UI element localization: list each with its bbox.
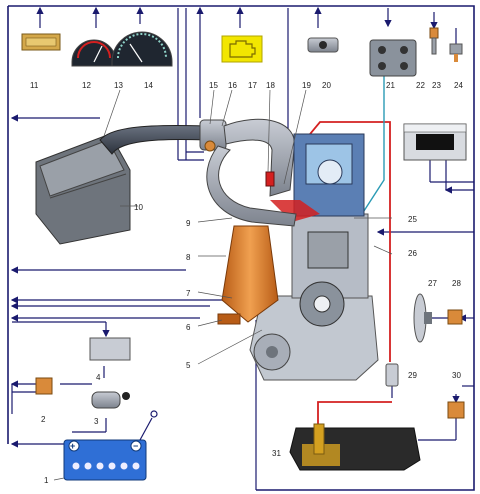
label-25: 25	[408, 215, 417, 224]
label-30: 30	[452, 371, 461, 380]
label-21: 21	[386, 81, 395, 90]
tachometer	[71, 39, 117, 67]
exhaust-manifold	[206, 145, 297, 227]
fuel-tank	[289, 423, 421, 471]
battery	[63, 439, 147, 481]
label-19: 19	[302, 81, 311, 90]
speed-sensor	[449, 43, 463, 62]
label-13: 13	[114, 81, 123, 90]
label-6: 6	[186, 323, 191, 332]
label-31: 31	[272, 449, 281, 458]
label-10: 10	[134, 203, 143, 212]
wiring-frame	[7, 5, 475, 491]
label-9: 9	[186, 219, 191, 228]
label-27: 27	[428, 279, 437, 288]
label-5: 5	[186, 361, 191, 370]
relay-2	[35, 377, 53, 395]
catalytic-converter	[217, 225, 279, 325]
label-11: 11	[30, 81, 39, 90]
knock-sensor	[307, 37, 339, 53]
leader-lines	[53, 89, 393, 481]
cooling-fan	[413, 293, 432, 343]
label-2: 2	[41, 415, 46, 424]
label-26: 26	[408, 249, 417, 258]
main-relay	[89, 337, 131, 361]
label-14: 14	[144, 81, 153, 90]
label-17: 17	[248, 81, 257, 90]
fuel-injector	[265, 171, 275, 187]
label-24: 24	[454, 81, 463, 90]
ignition-switch	[91, 391, 130, 409]
fuel-filter	[385, 363, 399, 387]
label-23: 23	[432, 81, 441, 90]
battery-minus: −	[133, 441, 138, 451]
throttle-body	[199, 119, 227, 152]
check-engine-lamp	[221, 35, 263, 63]
fuel-pump-relay	[447, 401, 465, 419]
label-4: 4	[96, 373, 101, 382]
label-22: 22	[416, 81, 425, 90]
label-7: 7	[186, 289, 191, 298]
intake-hose	[99, 125, 206, 155]
sensor-wire	[361, 72, 385, 215]
label-12: 12	[82, 81, 91, 90]
ground-symbol	[139, 410, 158, 441]
right-signal-arrows	[255, 160, 474, 490]
speedometer	[111, 31, 173, 67]
callout-labels: 1 2 3 4 5 6 7 8 9 10 11 12 13 14 15 16 1…	[30, 81, 463, 485]
fan-relay	[447, 309, 463, 325]
battery-plus: +	[70, 441, 75, 451]
label-28: 28	[452, 279, 461, 288]
label-8: 8	[186, 253, 191, 262]
control-unit	[403, 123, 467, 161]
label-18: 18	[266, 81, 275, 90]
label-16: 16	[228, 81, 237, 90]
label-20: 20	[322, 81, 331, 90]
label-29: 29	[408, 371, 417, 380]
intake-manifold	[223, 118, 296, 197]
left-signal-arrows	[10, 114, 280, 448]
coolant-temp-sensor	[429, 27, 439, 55]
label-3: 3	[94, 417, 99, 426]
crankshaft-pulley	[253, 333, 291, 371]
ignition-module	[369, 39, 417, 77]
label-1: 1	[44, 476, 49, 485]
diagnostic-connector	[21, 33, 61, 51]
label-15: 15	[209, 81, 218, 90]
